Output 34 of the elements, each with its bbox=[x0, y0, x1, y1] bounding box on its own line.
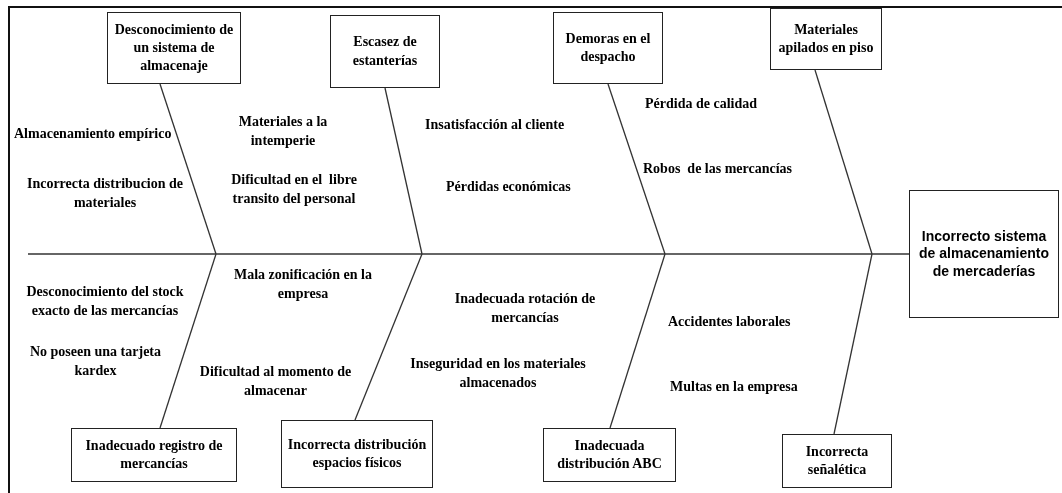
bone-line bbox=[384, 87, 423, 255]
sub-cause-text: Inadecuada rotación de mercancías bbox=[453, 290, 597, 327]
effect-box: Incorrecto sistema de almacenamiento de mercaderías bbox=[909, 190, 1059, 318]
bone-line bbox=[814, 69, 873, 255]
cause-box: Inadecuado registro de mercancías bbox=[71, 428, 237, 482]
cause-box: Incorrecta distribución espacios físicos bbox=[281, 420, 433, 488]
cause-box: Desconocimiento de un sistema de almacenaje bbox=[107, 12, 241, 84]
sub-cause-text: Insatisfacción al cliente bbox=[425, 116, 565, 134]
sub-cause-text: Robos de las mercancías bbox=[643, 160, 793, 178]
cause-box: Demoras en el despacho bbox=[553, 12, 663, 84]
cause-box: Incorrecta señalética bbox=[782, 434, 892, 488]
sub-cause-text: Inseguridad en los materiales almacenados bbox=[409, 355, 587, 392]
sub-cause-text: Pérdida de calidad bbox=[645, 95, 757, 113]
sub-cause-text: Pérdidas económicas bbox=[446, 178, 571, 196]
sub-cause-text: Accidentes laborales bbox=[668, 313, 791, 331]
bone-line bbox=[159, 253, 217, 429]
bone-line bbox=[607, 83, 666, 255]
bone-line bbox=[833, 253, 873, 435]
bone-line bbox=[609, 253, 666, 429]
sub-cause-text: No poseen una tarjeta kardex bbox=[28, 343, 162, 380]
cause-box: Materiales apilados en piso bbox=[770, 8, 882, 70]
sub-cause-text: Incorrecta distribucion de materiales bbox=[25, 175, 185, 212]
sub-cause-text: Dificultad al momento de almacenar bbox=[198, 363, 353, 400]
cause-box: Inadecuada distribución ABC bbox=[543, 428, 676, 482]
sub-cause-text: Dificultad en el libre transito del personal bbox=[230, 171, 358, 208]
bone-line bbox=[354, 253, 423, 421]
bone-line bbox=[159, 83, 217, 255]
cause-box: Escasez de estanterías bbox=[330, 15, 440, 88]
sub-cause-text: Desconocimiento del stock exacto de las mercancías bbox=[25, 283, 185, 320]
sub-cause-text: Materiales a la intemperie bbox=[237, 113, 329, 150]
sub-cause-text: Almacenamiento empírico bbox=[14, 125, 172, 143]
spine-line bbox=[27, 253, 910, 255]
sub-cause-text: Multas en la empresa bbox=[670, 378, 798, 396]
sub-cause-text: Mala zonificación en la empresa bbox=[232, 266, 373, 303]
